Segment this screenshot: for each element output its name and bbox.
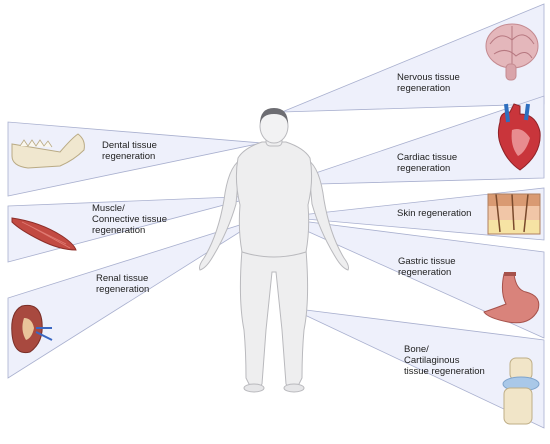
body-feet: [243, 383, 305, 393]
knee-joint-icon: [502, 357, 540, 425]
wedge-gastric: [277, 217, 545, 339]
heart-icon: [497, 103, 541, 171]
label-bone: Bone/ Cartilaginous tissue regeneration: [404, 344, 485, 377]
jaw-bone-icon: [11, 133, 85, 169]
brain-icon: [485, 23, 539, 81]
wedge-renal: [7, 217, 263, 379]
wedge-cardiac: [279, 95, 545, 186]
connector-wedges: [7, 3, 545, 429]
human-body-figure: [199, 129, 349, 389]
label-muscle: Muscle/ Connective tissue regeneration: [92, 203, 167, 236]
body-arm-left: [199, 159, 241, 271]
wedge-nervous: [281, 3, 545, 113]
label-nervous: Nervous tissue regeneration: [397, 72, 460, 94]
label-cardiac: Cardiac tissue regeneration: [397, 152, 458, 174]
label-skin: Skin regeneration: [397, 208, 472, 219]
wedge-bone: [289, 307, 545, 429]
label-gastric: Gastric tissue regeneration: [398, 256, 456, 278]
kidney-icon: [11, 304, 53, 354]
body-arm-right: [307, 159, 349, 271]
muscle-fiber-icon: [11, 217, 77, 251]
body-torso: [235, 141, 313, 258]
stomach-icon: [483, 272, 540, 324]
label-dental: Dental tissue regeneration: [102, 140, 157, 162]
skin-layers-icon: [487, 193, 541, 235]
body-legs: [239, 249, 309, 389]
label-renal: Renal tissue regeneration: [96, 273, 150, 295]
body-hair: [260, 108, 288, 124]
wedge-skin: [282, 187, 545, 241]
